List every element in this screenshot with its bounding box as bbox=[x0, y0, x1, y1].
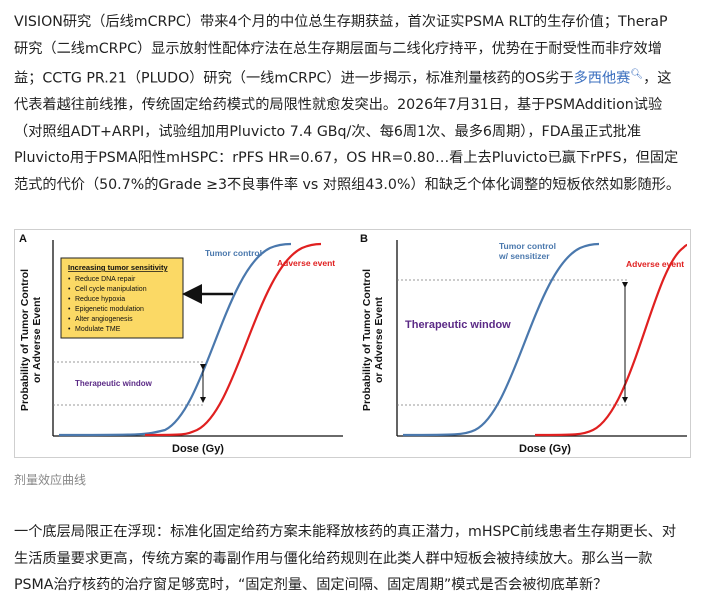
intro-line-1: VISION研究（后线mCRPC）带来4个月的中位总生存期获益，首次证实PSMA… bbox=[14, 14, 668, 30]
sensitivity-box-title: Increasing tumor sensitivity bbox=[68, 263, 168, 272]
panel-b-xlabel: Dose (Gy) bbox=[519, 443, 571, 455]
intro-paragraph: VISION研究（后线mCRPC）带来4个月的中位总生存期获益，首次证实PSMA… bbox=[14, 9, 698, 198]
sensitivity-item: Alter angiogenesis bbox=[75, 316, 133, 323]
sensitivity-item: Modulate TME bbox=[75, 326, 121, 333]
panel-a-letter: A bbox=[19, 233, 27, 245]
bottom-line-3: PSMA治疗核药的治疗窗足够宽时，“固定剂量、固定间隔、固定周期”模式是否会被彻… bbox=[14, 577, 608, 593]
intro-line-3-tail: ，这 bbox=[643, 70, 672, 87]
docetaxel-search-link[interactable]: 多西他赛 bbox=[573, 70, 631, 87]
sensitivity-item: Cell cycle manipulation bbox=[75, 286, 147, 293]
panel-b-ylabel-line1: Probability of Tumor Control bbox=[361, 269, 373, 411]
panel-b-adverse-curve bbox=[534, 243, 688, 437]
panel-a-tumor-curve bbox=[58, 242, 292, 437]
sensitivity-item-bullet: • bbox=[68, 306, 71, 313]
panel-b-tumor-label: Tumor control bbox=[499, 241, 556, 251]
bottom-paragraph: 一个底层局限正在浮现：标准化固定给药方案未能释放核药的真正潜力，mHSPC前线患… bbox=[14, 519, 698, 599]
panel-b-letter: B bbox=[360, 233, 368, 245]
panel-a-window-label: Therapeutic window bbox=[75, 379, 153, 388]
panel-a-ylabel-line2: or Adverse Event bbox=[31, 297, 43, 383]
sensitivity-box bbox=[60, 257, 184, 339]
sensitivity-item-bullet: • bbox=[68, 316, 71, 323]
panel-a-adverse-curve bbox=[144, 242, 322, 437]
intro-line-7: 范式的代价（50.7%的Grade ≥3不良事件率 vs 对照组43.0%）和缺… bbox=[14, 176, 681, 193]
panel-a-adverse-label: Adverse event bbox=[277, 258, 335, 268]
sensitivity-item: Epigenetic modulation bbox=[75, 306, 144, 313]
panel-a-tumor-label: Tumor control bbox=[205, 248, 262, 258]
sensitivity-item: Reduce DNA repair bbox=[75, 276, 136, 283]
intro-line-3: 益；CCTG PR.21（PLUDO）研究（一线mCRPC）进一步揭示，标准剂量… bbox=[14, 62, 698, 92]
bottom-line-2: 生活质量要求更高，传统方案的毒副作用与僵化给药规则在此类人群中短板会被持续放大。… bbox=[14, 550, 653, 567]
sensitivity-item-bullet: • bbox=[68, 326, 71, 333]
sensitivity-item-bullet: • bbox=[68, 286, 71, 293]
intro-line-3-text: 益；CCTG PR.21（PLUDO）研究（一线mCRPC）进一步揭示，标准剂量… bbox=[14, 70, 574, 87]
figure-caption: 剂量效应曲线 bbox=[14, 473, 87, 487]
panel-b-adverse-label: Adverse event bbox=[626, 259, 684, 269]
intro-line-2: 研究（二线mCRPC）显示放射性配体疗法在总生存期层面与二线化疗持平，优势在于耐… bbox=[14, 40, 662, 57]
panel-a-ylabel-line1: Probability of Tumor Control bbox=[19, 269, 31, 411]
sensitivity-item-bullet: • bbox=[68, 276, 71, 283]
panel-b-sensitizer-label: w/ sensitizer bbox=[498, 251, 550, 261]
intro-line-4: 代表着越往前线推，传统固定给药模式的局限性就愈发突出。2026年7月31日，基于… bbox=[14, 97, 663, 114]
panel-a-xlabel: Dose (Gy) bbox=[172, 443, 224, 455]
panel-b-window-label: Therapeutic window bbox=[405, 319, 511, 331]
dose-response-svg: A Probability of Tumor Control or Advers… bbox=[19, 233, 688, 455]
sensitivity-item: Reduce hypoxia bbox=[75, 296, 125, 303]
bottom-line-1: 一个底层局限正在浮现：标准化固定给药方案未能释放核药的真正潜力，mHSPC前线患… bbox=[14, 524, 677, 540]
panel-b-tumor-curve bbox=[402, 242, 600, 437]
sensitivity-item-bullet: • bbox=[68, 296, 71, 303]
dose-response-figure: A Probability of Tumor Control or Advers… bbox=[14, 229, 691, 458]
intro-line-6: Pluvicto用于PSMA阳性mHSPC：rPFS HR=0.67，OS HR… bbox=[14, 150, 679, 167]
search-icon[interactable]: 🔍︎ bbox=[630, 69, 644, 80]
panel-b-ylabel-line2: or Adverse Event bbox=[373, 297, 385, 383]
intro-line-5: （对照组ADT+ARPI，试验组加用Pluvicto 7.4 GBq/次、每6周… bbox=[14, 123, 642, 140]
